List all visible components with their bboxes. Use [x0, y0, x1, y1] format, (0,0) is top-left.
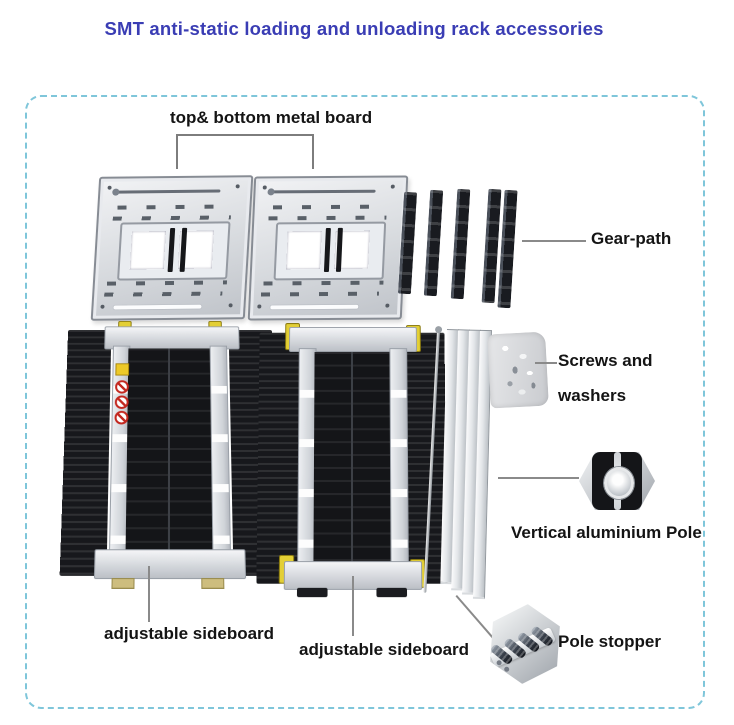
screws-bag-image: [487, 331, 549, 409]
label-screws-line1: Screws and: [558, 351, 653, 370]
board-inner-plate: [117, 221, 231, 281]
stopper-screw: [504, 667, 509, 672]
metal-board-image-left: [90, 175, 254, 321]
metal-board-image-right: [247, 175, 409, 321]
sideboard-gear-rack: [256, 332, 299, 584]
sideboard-frame-rail: [209, 345, 232, 554]
label-pole-stopper: Pole stopper: [558, 632, 661, 651]
board-screw: [100, 304, 105, 309]
board-screw: [262, 185, 267, 190]
sideboard-frame-bottom: [93, 549, 247, 580]
board-bottom-slot: [113, 304, 202, 310]
board-screw: [235, 184, 240, 189]
sideboard-slats: [125, 348, 213, 551]
label-adjustable-sideboard-left: adjustable sideboard: [104, 624, 275, 643]
board-slot-row: [106, 280, 228, 286]
pole-callout-line: [498, 477, 579, 479]
gear-rail: [450, 188, 471, 300]
sideboard-slats: [313, 352, 391, 564]
adjustable-sideboard-image-left: [59, 320, 281, 589]
gear-path-image: [397, 186, 550, 326]
sideboard-foot: [201, 578, 225, 589]
sideboard-callout-line-right: [352, 576, 354, 636]
board-slot-row: [112, 215, 231, 221]
sideboard-foot: [296, 587, 328, 598]
board-window: [286, 231, 322, 270]
board-screw: [107, 185, 112, 190]
diagram-border: [25, 95, 705, 709]
sideboard-foot: [111, 578, 135, 589]
esd-warning-sticker: [115, 363, 130, 376]
sideboard-foot: [376, 587, 408, 598]
page-title: SMT anti-static loading and unloading ra…: [104, 18, 604, 39]
board-bottom-slot: [270, 304, 359, 310]
board-window: [129, 231, 167, 270]
sideboard-callout-line-left: [148, 566, 150, 622]
board-slot-row: [268, 215, 387, 221]
sideboard-gear-rack: [59, 330, 112, 576]
board-slot-row: [272, 204, 383, 210]
gear-rail: [423, 189, 444, 297]
pole-cross-hole: [604, 467, 634, 499]
label-adjustable-sideboard-right: adjustable sideboard: [299, 640, 470, 659]
label-gear-path: Gear-path: [591, 229, 672, 248]
board-screw: [385, 303, 390, 308]
board-bar: [167, 227, 176, 273]
board-bar: [323, 227, 331, 273]
screws-callout-line: [535, 362, 557, 364]
board-inner-plate: [273, 221, 387, 281]
aluminium-poles-image: [440, 329, 493, 600]
gear-rail: [497, 189, 518, 309]
board-screw: [390, 184, 395, 189]
pole-cross-section-image: [579, 451, 655, 511]
board-screw: [257, 304, 262, 309]
label-top-bottom-metal-board: top& bottom metal board: [170, 108, 373, 127]
board-slot-row: [263, 280, 384, 286]
sideboard-frame-rail: [389, 348, 409, 566]
board-slot-row: [104, 291, 223, 297]
board-rod: [271, 189, 376, 194]
board-screw: [228, 303, 233, 308]
adjustable-sideboard-image-right: [256, 323, 448, 598]
label-vertical-pole: Vertical aluminium Pole: [511, 523, 702, 542]
gear-rail: [397, 191, 418, 295]
gear-path-callout-line: [522, 240, 586, 242]
board-slot-row: [117, 204, 228, 210]
label-screws-line2: washers: [558, 386, 627, 405]
board-slot-row: [260, 291, 380, 297]
board-rod: [116, 189, 221, 194]
callout-bracket: [176, 134, 314, 169]
